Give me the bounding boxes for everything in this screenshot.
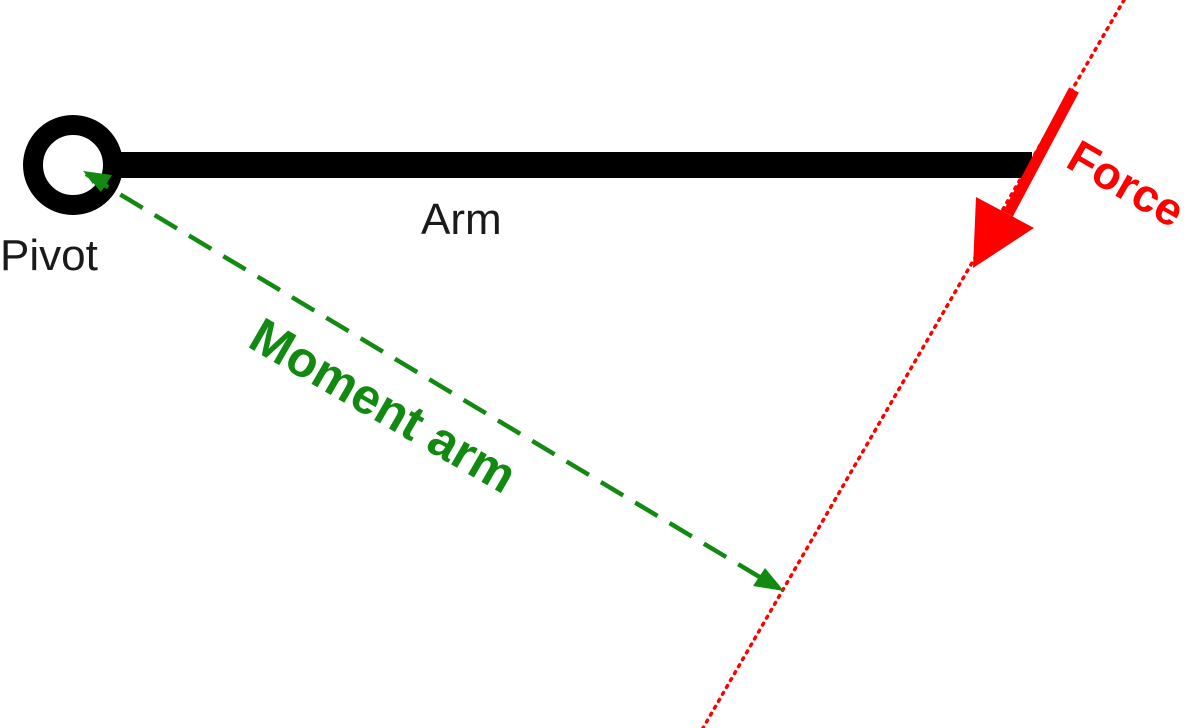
force-arrow-shaft bbox=[1003, 87, 1079, 217]
pivot-label: Pivot bbox=[0, 231, 98, 280]
moment-arm-line bbox=[84, 172, 780, 590]
pivot-ring bbox=[23, 115, 123, 215]
moment-arm-label: Moment arm bbox=[241, 307, 526, 504]
moment-arm-arrowhead-end bbox=[753, 568, 784, 591]
moment-arm-arrowhead-start bbox=[83, 171, 112, 192]
arm-label: Arm bbox=[421, 195, 502, 244]
force-arrowhead bbox=[973, 197, 1034, 268]
force-label: Force bbox=[1059, 130, 1193, 238]
